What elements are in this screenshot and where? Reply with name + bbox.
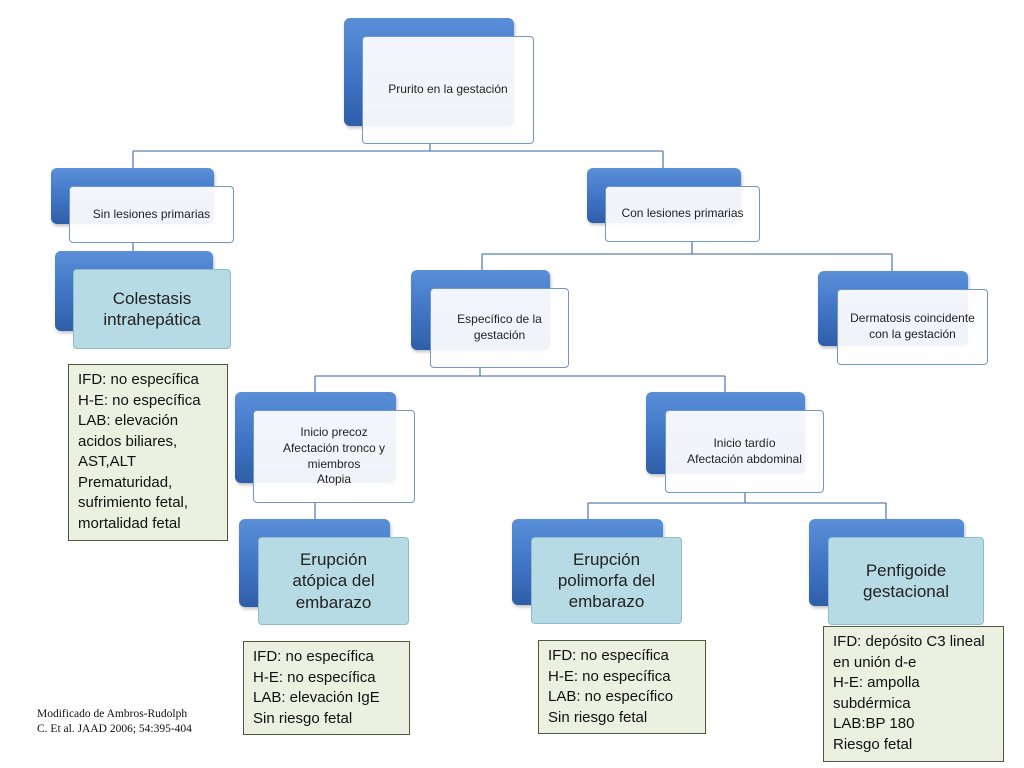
node-pemphigoid-gestationis-label: Penfigoide gestacional: [828, 537, 984, 625]
node-polymorphic-eruption-label: Erupción polimorfa del embarazo: [531, 537, 682, 624]
node-early-onset-label: Inicio precoz Afectación tronco y miembr…: [253, 410, 415, 503]
info-box-atopic-eruption: IFD: no específica H-E: no específica LA…: [243, 641, 410, 735]
citation: Modificado de Ambros-Rudolph C. Et al. J…: [37, 708, 192, 735]
node-no-primary-lesions-label: Sin lesiones primarias: [69, 186, 234, 243]
node-root-label: Prurito en la gestación: [362, 36, 534, 144]
info-box-polymorphic-eruption: IFD: no específica H-E: no específica LA…: [538, 640, 706, 734]
node-atopic-eruption-label: Erupción atópica del embarazo: [258, 537, 409, 625]
node-with-primary-lesions-label: Con lesiones primarias: [605, 186, 760, 242]
node-late-onset-label: Inicio tardío Afectación abdominal: [665, 410, 824, 493]
node-pregnancy-specific-label: Específico de la gestación: [430, 288, 569, 368]
node-coincident-dermatosis-label: Dermatosis coincidente con la gestación: [837, 289, 988, 365]
node-colestasis-label: Colestasis intrahepática: [73, 269, 231, 349]
info-box-colestasis: IFD: no específica H-E: no específica LA…: [68, 364, 228, 541]
info-box-pemphigoid-gestationis: IFD: depósito C3 lineal en unión d-e H-E…: [823, 626, 1004, 762]
